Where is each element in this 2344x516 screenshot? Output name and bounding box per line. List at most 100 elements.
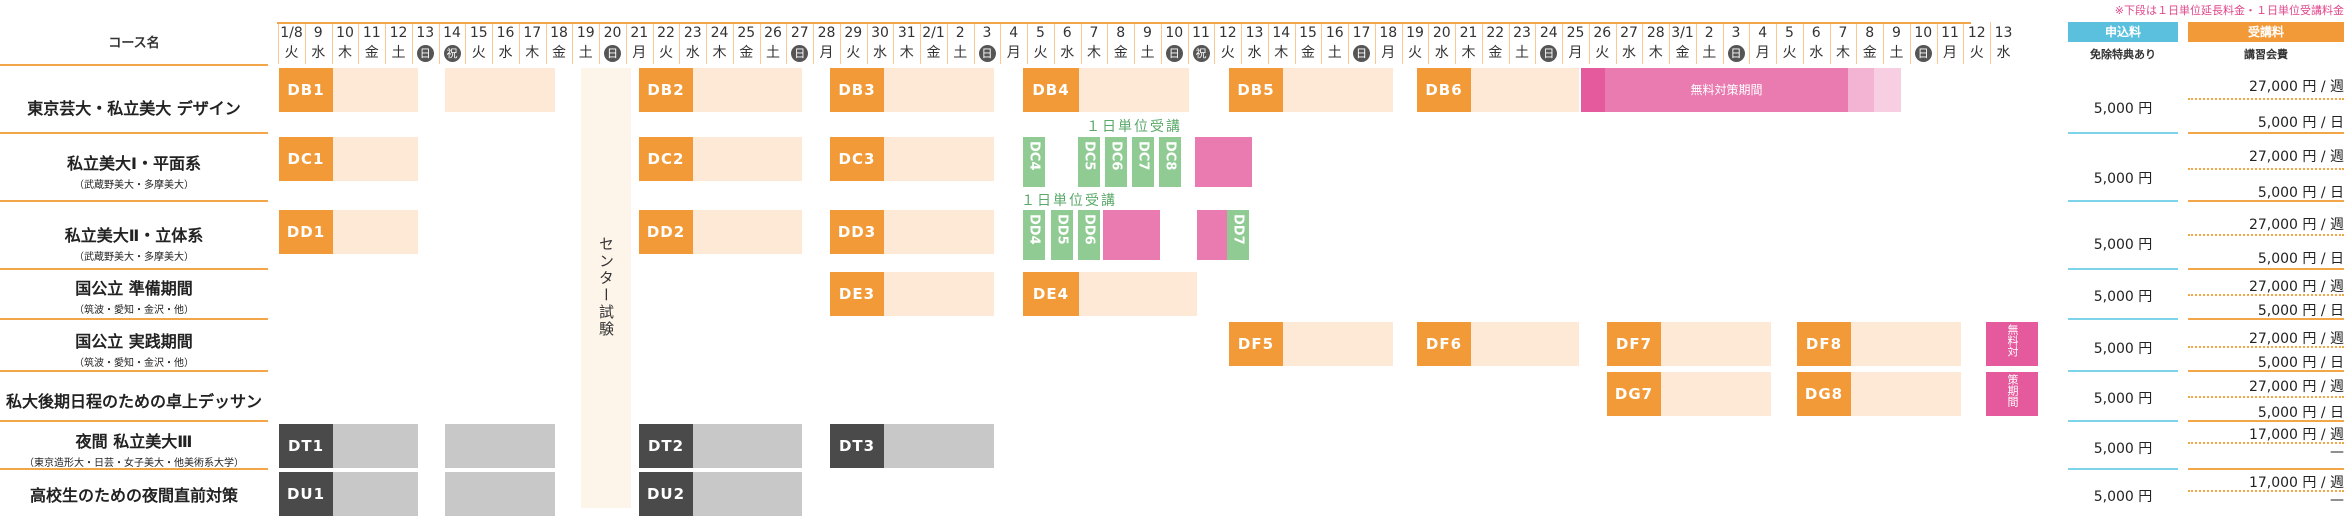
weekday-label: 水 bbox=[311, 45, 326, 61]
date-column-divider bbox=[385, 22, 386, 64]
weekday-label: 木 bbox=[525, 45, 540, 61]
night-session-bar bbox=[445, 424, 555, 468]
session-label-DB2: DB2 bbox=[639, 68, 693, 112]
weekday-label: 水 bbox=[1622, 45, 1636, 61]
date-label: 29 bbox=[844, 25, 863, 41]
date-label: 26 bbox=[1593, 25, 1612, 41]
date-column-divider bbox=[679, 22, 681, 64]
holiday-marker: 日 bbox=[1914, 45, 1932, 62]
daily-fee: — bbox=[2330, 492, 2344, 508]
weekday-label: 金 bbox=[1488, 45, 1503, 61]
session-label-DF8: DF8 bbox=[1797, 322, 1851, 366]
weekday-label: 土 bbox=[391, 45, 406, 61]
free-period-bar bbox=[1874, 68, 1901, 112]
session-bar bbox=[884, 137, 994, 181]
center-exam-label: センター試験 bbox=[597, 236, 615, 338]
weekday-label: 土 bbox=[953, 45, 968, 61]
date-column-divider bbox=[1107, 22, 1109, 64]
holiday-marker: 日 bbox=[1540, 45, 1558, 62]
center-exam-band bbox=[581, 68, 631, 508]
weekday-label: 水 bbox=[873, 45, 887, 61]
free-period-bar bbox=[1581, 68, 1605, 112]
weekly-fee: 27,000 円 / 週 bbox=[2248, 79, 2344, 95]
date-column-divider bbox=[759, 22, 761, 64]
session-label-DC2: DC2 bbox=[639, 137, 693, 181]
date-label: 22 bbox=[657, 25, 675, 41]
single-day-DD4: DD4 bbox=[1023, 210, 1045, 260]
daily-fee: 5,000 円 / 日 bbox=[2257, 115, 2344, 131]
weekday-label: 金 bbox=[739, 45, 754, 61]
fee-divider bbox=[2188, 168, 2344, 170]
night-session-bar bbox=[884, 424, 994, 468]
date-label: 14 bbox=[443, 25, 461, 41]
session-bar bbox=[1471, 322, 1579, 366]
date-column-divider bbox=[839, 22, 841, 64]
date-label: 9 bbox=[1892, 25, 1901, 41]
date-column-divider bbox=[1669, 22, 1670, 64]
free-period-label-vertical: 無料対 bbox=[1986, 322, 2038, 366]
session-label-DB1: DB1 bbox=[279, 68, 333, 112]
divider bbox=[2068, 200, 2178, 202]
date-label: 8 bbox=[1865, 25, 1875, 41]
date-label: 18 bbox=[1379, 25, 1398, 41]
date-column-divider bbox=[1187, 22, 1189, 64]
weekly-fee: 17,000 円 / 週 bbox=[2248, 475, 2344, 491]
weekday-label: 土 bbox=[1889, 45, 1904, 61]
weekday-label: 金 bbox=[1675, 45, 1690, 61]
single-day-DC6: DC6 bbox=[1105, 137, 1127, 187]
date-label: 25 bbox=[737, 25, 756, 41]
date-label: 12 bbox=[1218, 25, 1237, 41]
date-column-divider bbox=[1749, 22, 1751, 64]
date-label: 4 bbox=[1009, 25, 1019, 41]
session-bar bbox=[884, 210, 994, 254]
weekday-label: 水 bbox=[1996, 45, 2011, 61]
divider bbox=[2068, 318, 2178, 320]
date-label: 6 bbox=[1062, 25, 1072, 41]
course-name: 国公立 実践期間（筑波・愛知・金沢・他） bbox=[74, 332, 194, 369]
application-fee: 5,000 円 bbox=[2093, 289, 2153, 305]
row-divider bbox=[0, 318, 268, 320]
date-column-divider bbox=[1428, 22, 1430, 64]
session-bar bbox=[1079, 68, 1189, 112]
date-column-divider bbox=[625, 22, 627, 64]
weekly-fee: 27,000 円 / 週 bbox=[2248, 149, 2344, 165]
date-column-divider bbox=[1134, 22, 1135, 64]
date-column: 22 火 bbox=[653, 24, 680, 64]
weekly-fee: 27,000 円 / 週 bbox=[2248, 279, 2344, 295]
date-label: 19 bbox=[576, 25, 595, 41]
divider bbox=[2188, 132, 2344, 134]
date-label: 15 bbox=[469, 25, 488, 41]
single-day-DC8: DC8 bbox=[1159, 137, 1181, 187]
date-label: 2 bbox=[1704, 25, 1714, 41]
weekday-label: 火 bbox=[659, 45, 673, 61]
weekday-label: 火 bbox=[1782, 45, 1797, 61]
header-divider bbox=[0, 64, 268, 66]
divider bbox=[2068, 132, 2178, 134]
tuition-header: 受講料 bbox=[2188, 22, 2344, 42]
night-session-bar bbox=[693, 424, 802, 468]
application-fee-subheader: 免除特典あり bbox=[2090, 48, 2156, 61]
session-label-DC3: DC3 bbox=[830, 137, 884, 181]
weekday-label: 水 bbox=[1060, 45, 1075, 61]
session-label-DC1: DC1 bbox=[279, 137, 333, 181]
weekday-label: 土 bbox=[1702, 45, 1717, 61]
weekday-label: 火 bbox=[1408, 45, 1422, 61]
weekday-label: 月 bbox=[632, 45, 647, 61]
